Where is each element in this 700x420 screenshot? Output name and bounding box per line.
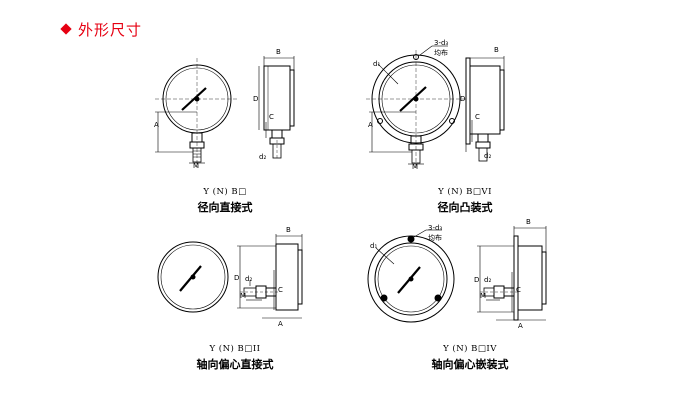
label-a: A [154,121,159,129]
drawing-radial-direct: A M B D C d₂ [154,48,295,170]
label-holes: 3-d₃ [434,39,448,47]
mount-type: 径向凸装式 [437,201,493,214]
label-b: B [494,46,499,54]
model-code: Y (N) B□ [203,187,247,197]
mount-type: 轴向偏心嵌装式 [431,358,509,371]
gauge-side-view [237,234,303,319]
gauge-front-view [155,58,239,168]
label-c: C [269,113,274,121]
label-d: D [460,95,465,103]
label-d: D [253,95,258,103]
mount-type: 轴向偏心直接式 [196,358,274,371]
label-d1: d₁ [373,60,380,68]
label-a: A [518,322,523,330]
caption-radial-direct: Y (N) B□ 径向直接式 [170,187,280,215]
drawing-axial-eccentric-direct: B D C A M d₂ [157,226,303,328]
label-d2: d₂ [245,275,252,283]
label-d1: d₁ [370,242,377,250]
label-m: M [412,163,418,171]
label-d2: d₂ [484,152,491,160]
label-c: C [475,113,480,121]
section-title: 外形尺寸 [78,20,143,39]
label-d2: d₂ [259,153,266,161]
label-c: C [278,286,283,294]
label-m: M [240,292,246,300]
label-holes: 3-d₃ [428,224,442,232]
label-a: A [278,320,283,328]
label-d: D [234,274,239,282]
gauge-front-view [157,241,229,313]
section-heading: 外形尺寸 [60,18,143,40]
caption-axial-eccentric-embedded: Y (N) B□IV 轴向偏心嵌装式 [400,344,540,372]
model-code: Y (N) B□II [209,344,261,354]
label-b: B [286,226,291,234]
label-m: M [480,292,486,300]
label-m: M [193,162,199,170]
model-code: Y (N) B□IV [443,344,497,354]
gauge-side-view [258,56,295,160]
label-b: B [276,48,281,56]
mount-type: 径向直接式 [197,201,253,214]
model-code: Y (N) B□VI [438,187,492,197]
label-even: 均布 [434,48,448,57]
gauge-side-view [477,226,547,321]
label-d2: d₂ [484,276,491,284]
gauge-front-view [367,229,455,323]
label-even: 均布 [428,233,442,242]
drawing-radial-flange: A M d₁ 3-d₃ 均布 B D C d₂ [366,39,505,171]
label-d: D [474,276,479,284]
drawing-axial-eccentric-embedded: d₁ 3-d₃ 均布 B D C A M d₂ [367,218,547,330]
label-c: C [516,286,521,294]
label-b: B [526,218,531,226]
caption-axial-eccentric-direct: Y (N) B□II 轴向偏心直接式 [170,344,300,372]
gauge-side-view [465,56,505,162]
gauge-front-view [366,45,466,168]
dimension-lines [155,111,205,164]
label-a: A [368,121,373,129]
caption-radial-flange: Y (N) B□VI 径向凸装式 [400,187,530,215]
